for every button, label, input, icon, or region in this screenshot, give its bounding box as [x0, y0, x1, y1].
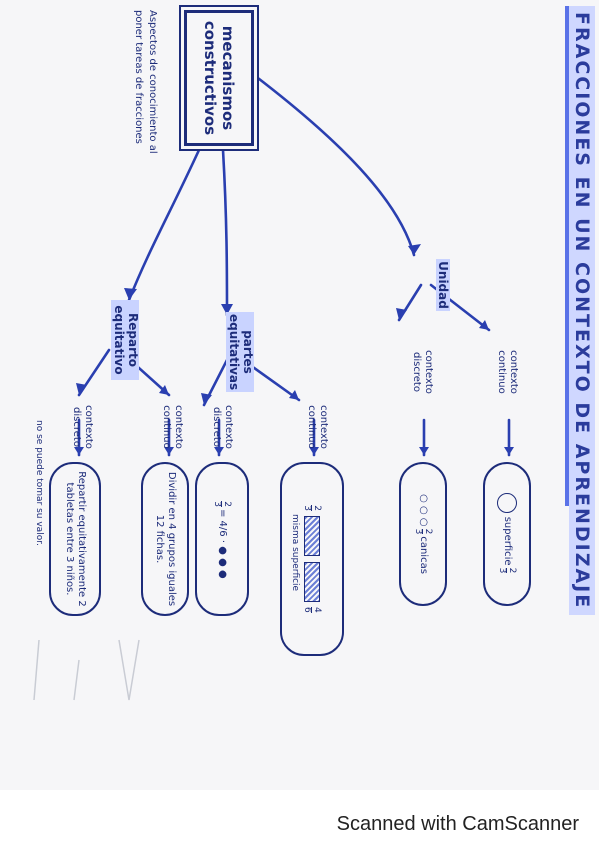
footer-text: Scanned with CamScanner: [336, 813, 579, 835]
branch-unidad-label: Unidad: [436, 259, 450, 311]
arrow-to-unidad: [252, 73, 416, 257]
shaded-rectangle-icon: [304, 516, 320, 556]
scanner-footer: Scanned with CamScanner: [0, 790, 599, 848]
example-caption: misma superficie: [290, 514, 300, 592]
branch-partes-label2: equitativas: [226, 312, 242, 392]
main-concept-line2: constructivos: [201, 20, 219, 136]
side-note: no se puede tomar su valor.: [34, 420, 44, 546]
title-underline: [565, 6, 569, 506]
arrow-to-partes: [221, 148, 229, 317]
concept-map: FRACCIONES EN UN CONTEXTO DE APRENDIZAJE…: [33, 6, 595, 701]
page-title: FRACCIONES EN UN CONTEXTO DE APRENDIZAJE: [569, 6, 595, 616]
branch-reparto: Reparto equitativo: [111, 300, 140, 380]
scanned-page: FRACCIONES EN UN CONTEXTO DE APRENDIZAJE…: [33, 6, 595, 701]
example-text: superficie: [502, 516, 514, 566]
example-text: Dividir en 4 grupos iguales 12 fichas.: [154, 471, 178, 607]
context-discreto-reparto: contexto discreto: [71, 405, 94, 449]
branch-reparto-label1: Reparto: [125, 300, 140, 380]
arrow-to-reparto: [127, 148, 201, 302]
branch-unidad: Unidad: [435, 250, 450, 320]
example-text: Repartir equitativamente 2 tabletas entr…: [64, 471, 88, 607]
context-discreto-partes: contexto discreto: [211, 405, 234, 449]
context-continuo-reparto: contexto continuo: [161, 405, 184, 449]
example-reparto-continuo: Dividir en 4 grupos iguales 12 fichas.: [141, 462, 189, 616]
main-concept-box: mecanismos constructivos: [184, 10, 254, 146]
context-discreto-unidad: contexto discreto: [411, 350, 434, 394]
branch-partes-label1: partes: [240, 312, 255, 392]
example-circles: ○ ○ ○: [418, 494, 430, 527]
example-reparto-discreto: Repartir equitativamente 2 tabletas entr…: [49, 462, 101, 616]
aspects-note: Aspectos de conocimiento al poner tareas…: [133, 10, 159, 154]
shaded-rectangle-icon: [304, 562, 320, 602]
branch-partes: partes equitativas: [226, 312, 255, 392]
context-continuo-partes: contexto continuo: [306, 405, 329, 449]
main-concept-line1: mecanismos: [219, 25, 237, 131]
branch-reparto-label2: equitativo: [111, 300, 126, 380]
context-continuo-unidad: contexto continuo: [496, 350, 519, 394]
example-text: = 4/6 · ● ● ●: [217, 509, 229, 579]
circle-icon: [497, 492, 517, 513]
example-text: canicas: [418, 536, 430, 574]
